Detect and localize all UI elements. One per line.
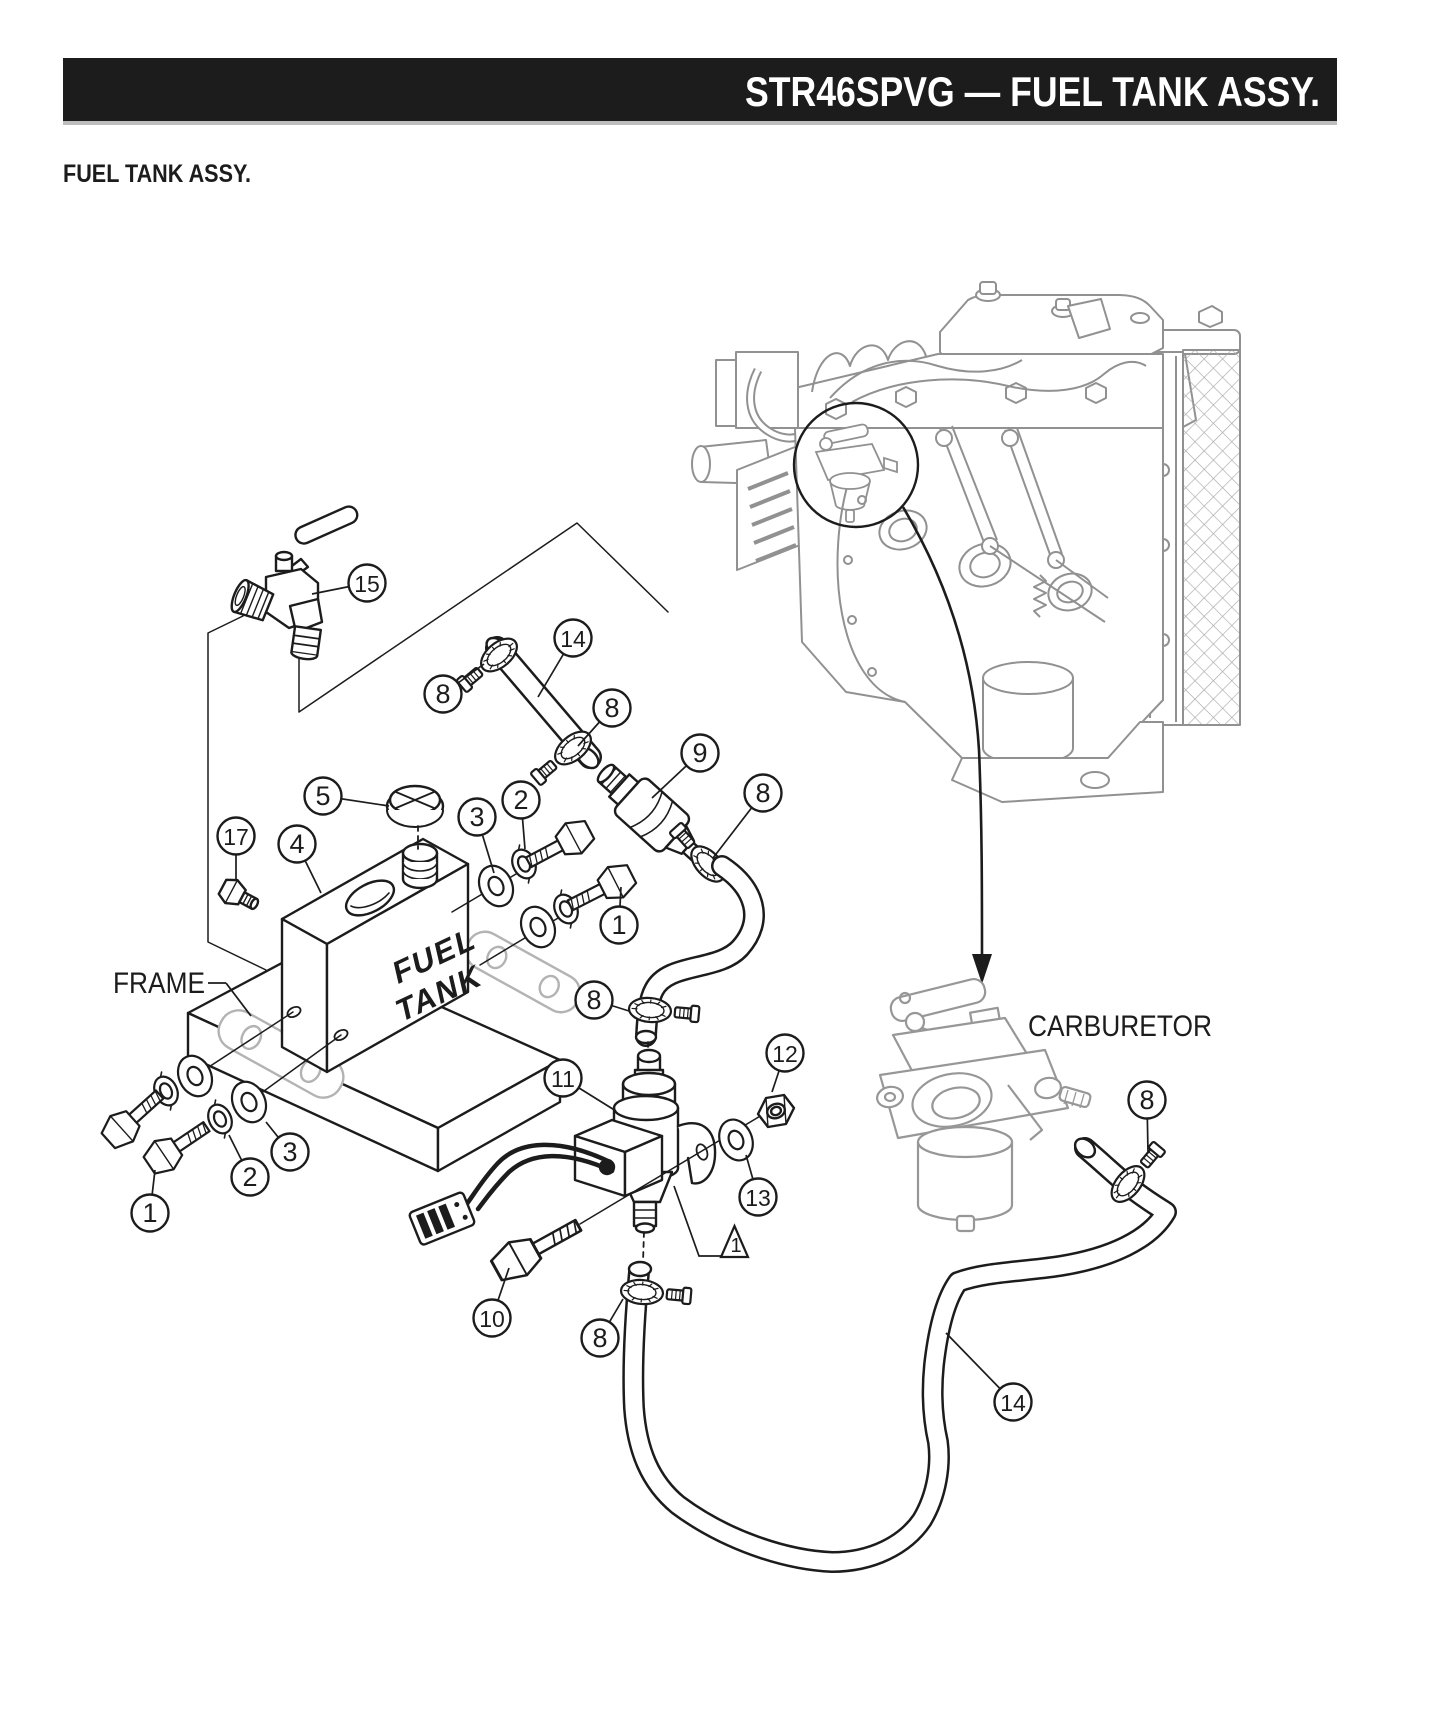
- triangle-marker-1: 1: [673, 1185, 750, 1259]
- callout-number: 17: [223, 824, 249, 850]
- flat-washer-3: [471, 859, 521, 913]
- callout-number: 8: [755, 778, 770, 808]
- callout-number: 13: [745, 1185, 771, 1211]
- carburetor-mini: [814, 423, 898, 523]
- callout-number: 14: [560, 626, 586, 652]
- header-bar-shadow: [63, 121, 1337, 125]
- callout-number: 3: [282, 1137, 297, 1167]
- hex-nut-12: [756, 1093, 796, 1129]
- callout-1: 1: [599, 886, 639, 945]
- fuel-valve: [230, 505, 359, 661]
- pointer-arrow: [901, 506, 992, 984]
- callout-number: 8: [604, 693, 619, 723]
- callout-17: 17: [216, 816, 256, 881]
- callout-number: 15: [354, 571, 380, 597]
- callout-8: 8: [574, 980, 630, 1020]
- callout-13: 13: [738, 1154, 778, 1217]
- header-bar: [63, 58, 1337, 121]
- callout-number: 14: [1000, 1390, 1026, 1416]
- dipstick-wedge: [1067, 298, 1111, 339]
- callout-2: 2: [501, 780, 541, 850]
- callout-14: 14: [945, 1332, 1033, 1422]
- callout-11: 11: [543, 1058, 617, 1112]
- callout-8: 8: [423, 663, 485, 714]
- callout-number: 1: [142, 1198, 157, 1228]
- frame-label: FRAME: [113, 967, 205, 1000]
- fitting-17: [217, 878, 260, 911]
- callout-4: 4: [277, 824, 322, 894]
- filler-neck: [401, 842, 439, 890]
- callout-14: 14: [537, 618, 593, 698]
- wire-connector: [408, 1191, 476, 1246]
- callout-3: 3: [457, 797, 497, 874]
- carburetor-highlight-circle: [792, 401, 920, 529]
- page-subtitle: FUEL TANK ASSY.: [63, 160, 251, 188]
- header: STR46SPVG — FUEL TANK ASSY. FUEL TANK AS…: [63, 58, 1337, 188]
- callout-number: 8: [592, 1323, 607, 1353]
- tank-left-face: [280, 917, 329, 1074]
- page-title: STR46SPVG — FUEL TANK ASSY.: [745, 68, 1320, 115]
- frame-leader-line: [208, 982, 252, 1017]
- callout-number: 4: [289, 829, 304, 859]
- carburetor-label: CARBURETOR: [1028, 1010, 1212, 1043]
- hex-bolt-1: [138, 1111, 218, 1181]
- radiator-mesh: [1182, 349, 1241, 726]
- callout-number: 11: [551, 1066, 575, 1092]
- callout-3: 3: [265, 1121, 310, 1172]
- callout-number: 5: [315, 781, 330, 811]
- fuel-cap: [385, 784, 445, 828]
- tank-right-face: [325, 862, 470, 1074]
- callout-2: 2: [228, 1134, 270, 1197]
- callout-1: 1: [130, 1169, 170, 1233]
- callout-9: 9: [651, 733, 720, 799]
- callout-8: 8: [712, 773, 783, 859]
- callout-number: 8: [1139, 1085, 1154, 1115]
- callout-number: 12: [772, 1041, 798, 1067]
- callout-15: 15: [311, 563, 387, 603]
- callout-12: 12: [765, 1033, 805, 1093]
- callout-number: 3: [469, 802, 484, 832]
- arrowhead: [972, 954, 992, 984]
- solenoid-wire: [408, 1142, 615, 1246]
- engine-ports: [878, 509, 1093, 612]
- callout-number: 8: [435, 679, 450, 709]
- callout-number: 8: [586, 985, 601, 1015]
- valve-cover: [939, 293, 1164, 363]
- callout-8: 8: [577, 688, 632, 747]
- callout-number: 10: [479, 1306, 505, 1332]
- parts: [95, 505, 1177, 1573]
- fuel-tank: [280, 837, 470, 1074]
- triangle-marker-label: 1: [730, 1235, 741, 1257]
- lower-fuel-hose: [622, 1137, 1177, 1573]
- context-lines: [207, 522, 669, 971]
- carburetor-illustration: [876, 977, 1092, 1233]
- callout-10: 10: [472, 1267, 512, 1338]
- washer-13: [712, 1113, 760, 1167]
- callout-number: 1: [611, 910, 626, 940]
- callout-number: 9: [692, 738, 707, 768]
- fuel-solenoid-valve: [573, 1048, 717, 1234]
- callout-5: 5: [303, 776, 390, 816]
- mounting-bolt-10: [486, 1207, 589, 1289]
- engine-illustration: [691, 281, 1241, 803]
- callout-number: 2: [513, 785, 528, 815]
- callout-8: 8: [580, 1298, 624, 1358]
- callout-number: 2: [242, 1162, 257, 1192]
- callout-8: 8: [1127, 1080, 1167, 1154]
